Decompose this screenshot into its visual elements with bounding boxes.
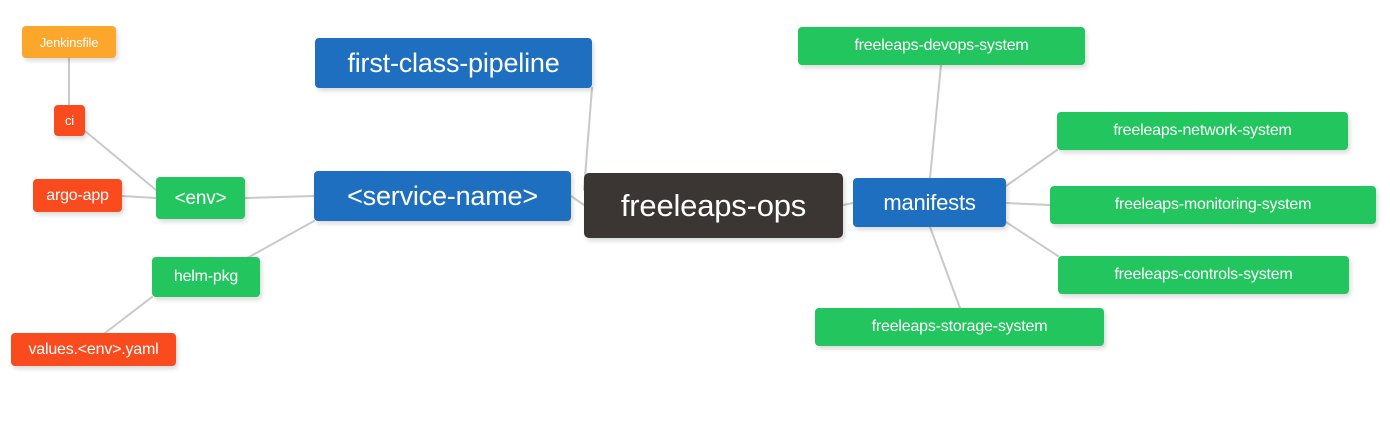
edge-manifests-to-monitoring-system	[1005, 202, 1051, 206]
node-label-manifests: manifests	[883, 189, 976, 215]
edge-root-to-manifests	[842, 202, 854, 206]
edge-service-name-to-helm-pkg	[239, 220, 315, 263]
edge-service-name-to-env	[244, 195, 315, 199]
node-label-env: <env>	[174, 187, 227, 209]
node-controls-system[interactable]: freeleaps-controls-system	[1058, 256, 1349, 294]
node-first-class-pipeline[interactable]: first-class-pipeline	[315, 38, 592, 88]
edge-env-to-argo-app	[121, 195, 157, 199]
node-label-controls-system: freeleaps-controls-system	[1114, 266, 1293, 283]
edge-manifests-to-storage-system	[929, 226, 961, 309]
node-argo-app[interactable]: argo-app	[33, 179, 122, 212]
node-manifests[interactable]: manifests	[853, 178, 1006, 227]
node-label-helm-pkg: helm-pkg	[173, 268, 239, 285]
edge-manifests-to-devops-system	[929, 64, 942, 179]
node-label-argo-app: argo-app	[46, 186, 109, 204]
node-devops-system[interactable]: freeleaps-devops-system	[798, 27, 1085, 65]
node-root[interactable]: freeleaps-ops	[584, 173, 843, 238]
node-label-values-env-yaml: values.<env>.yaml	[28, 340, 159, 358]
node-service-name[interactable]: <service-name>	[314, 171, 571, 221]
node-label-first-class-pipeline: first-class-pipeline	[347, 47, 560, 78]
node-helm-pkg[interactable]: helm-pkg	[152, 257, 260, 297]
node-label-network-system: freeleaps-network-system	[1113, 122, 1292, 139]
edge-manifests-to-network-system	[1005, 149, 1058, 187]
node-label-devops-system: freeleaps-devops-system	[854, 37, 1029, 54]
node-label-storage-system: freeleaps-storage-system	[871, 318, 1048, 335]
node-network-system[interactable]: freeleaps-network-system	[1057, 112, 1348, 150]
node-label-root: freeleaps-ops	[620, 188, 807, 223]
node-label-monitoring-system: freeleaps-monitoring-system	[1114, 196, 1312, 213]
node-jenkinsfile[interactable]: Jenkinsfile	[22, 26, 116, 58]
node-label-jenkinsfile: Jenkinsfile	[39, 34, 99, 50]
edge-manifests-to-controls-system	[1005, 221, 1059, 257]
node-storage-system[interactable]: freeleaps-storage-system	[815, 308, 1104, 346]
node-label-ci: ci	[65, 113, 74, 128]
node-ci[interactable]: ci	[54, 105, 85, 136]
edge-root-to-service-name	[570, 195, 585, 206]
node-monitoring-system[interactable]: freeleaps-monitoring-system	[1050, 186, 1376, 224]
node-label-service-name: <service-name>	[347, 180, 538, 211]
node-env[interactable]: <env>	[156, 177, 245, 219]
edge-helm-pkg-to-values-env-yaml	[104, 296, 153, 334]
node-values-env-yaml[interactable]: values.<env>.yaml	[11, 333, 176, 366]
